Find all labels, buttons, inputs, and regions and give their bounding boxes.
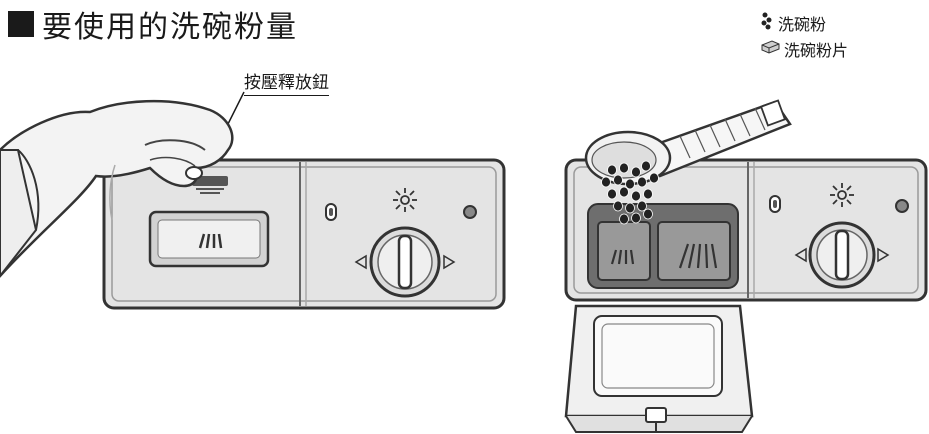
fingertip xyxy=(185,166,203,180)
release-button-callout: 按壓釋放鈕 xyxy=(244,68,329,96)
legend: 洗碗粉 洗碗粉片 xyxy=(760,10,848,62)
detergent-powder-granules xyxy=(601,160,659,225)
legend-label-tablet: 洗碗粉片 xyxy=(784,41,849,60)
prewash-compartment xyxy=(597,221,651,281)
page-title: 要使用的洗碗粉量 xyxy=(8,2,298,46)
legend-item-tablet: 洗碗粉片 xyxy=(760,36,848,62)
sleeve-shape xyxy=(0,149,38,278)
spray-symbol-icon xyxy=(198,233,223,249)
lid-inner-window xyxy=(593,315,723,397)
legend-item-powder: 洗碗粉 xyxy=(760,10,848,36)
title-text: 要使用的洗碗粉量 xyxy=(42,10,298,45)
detergent-tablet-icon xyxy=(760,39,780,59)
detergent-scoop xyxy=(584,99,792,186)
legend-label-powder: 洗碗粉 xyxy=(778,15,827,34)
rinse-level-light-left xyxy=(463,205,477,219)
rinse-aid-sun-icon-right xyxy=(830,183,854,207)
detergent-powder-icon xyxy=(760,12,774,34)
hand-illustration xyxy=(0,99,234,278)
rinse-aid-sun-icon xyxy=(393,188,417,212)
right-dispenser xyxy=(564,158,928,433)
release-button xyxy=(192,176,228,186)
main-wash-compartment xyxy=(657,221,731,281)
title-square-icon xyxy=(8,11,34,37)
left-dispenser xyxy=(102,158,506,310)
lid-latch xyxy=(645,407,667,423)
